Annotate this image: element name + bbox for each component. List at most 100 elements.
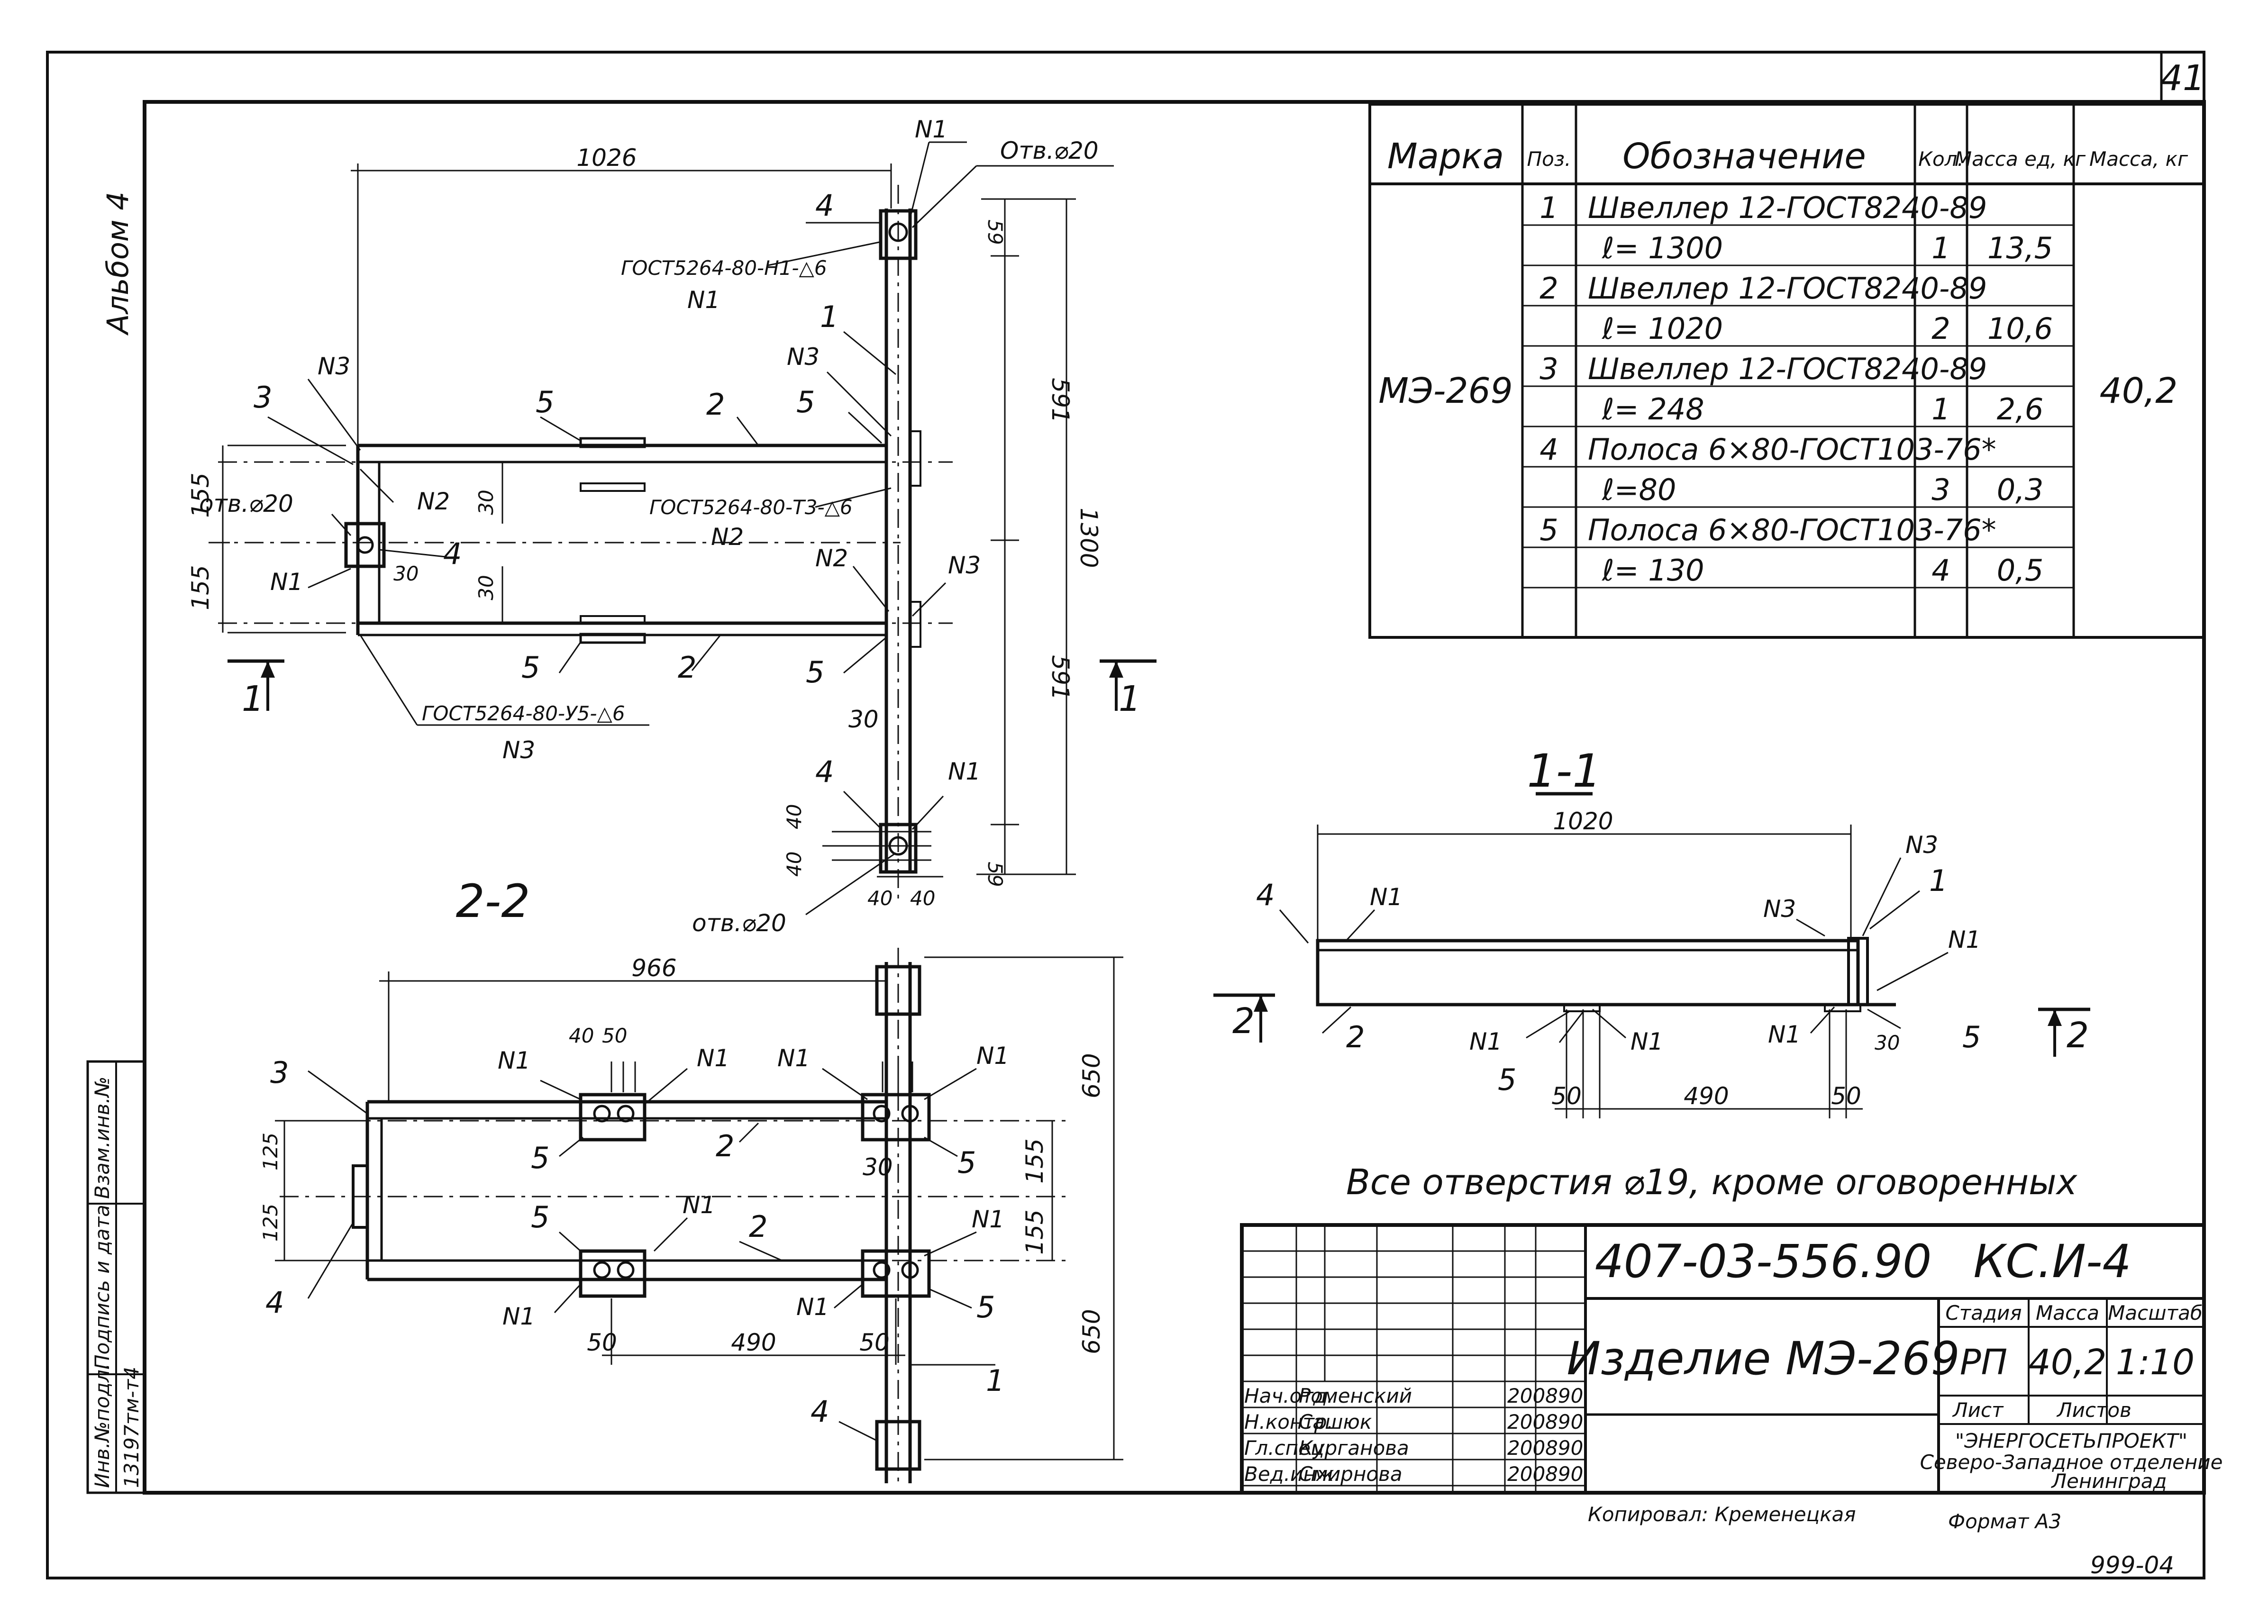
s22-n1-a: N1 [498, 1047, 530, 1074]
s22-pos-5-c: 5 [531, 1200, 549, 1234]
plan-pos-2-a: 2 [706, 387, 725, 422]
staff-name: Курганова [1299, 1436, 1409, 1460]
sheets-label: Листов [2056, 1398, 2131, 1422]
plan-pos-5-d: 5 [806, 655, 824, 690]
dim-125-b: 125 [259, 1204, 282, 1242]
header-pos: Поз. [1527, 147, 1571, 171]
header-designation: Обозначение [1622, 136, 1866, 177]
spec-row-mass: 10,6 [1987, 311, 2053, 346]
s11-n3-a: N3 [1905, 831, 1938, 859]
s22-pos-5-d: 5 [976, 1290, 995, 1325]
header-mark: Марка [1387, 136, 1504, 177]
spec-row-pos: 3 [1539, 352, 1558, 386]
staff-name: Роменский [1299, 1384, 1412, 1407]
dim-30-c: 30 [393, 562, 419, 585]
spec-row-length: ℓ= 1300 [1602, 231, 1723, 265]
dim-40-d: 40 [910, 887, 935, 910]
section-1-1-position-numbers: 4 1 2 5 5 [1256, 863, 1981, 1097]
org-branch: Северо-Западное отделение [1920, 1451, 2223, 1474]
staff-date: 200890 [1507, 1384, 1583, 1407]
doc-code: 407-03-556.90 [1595, 1235, 1932, 1288]
product-name: Изделие МЭ-269 [1567, 1332, 1959, 1385]
stage-value: РП [1960, 1342, 2007, 1383]
dim-50-e: 50 [602, 1024, 627, 1047]
mass-value: 40,2 [2029, 1342, 2107, 1383]
header-unit-mass: Масса ед, кг [1955, 147, 2086, 171]
spec-row-name: Швеллер 12-ГОСТ8240-89 [1588, 191, 1987, 225]
spec-row-length: ℓ= 130 [1602, 553, 1704, 588]
s11-pos-4: 4 [1256, 878, 1275, 912]
section-2-2-weld-tags: N1 N1 N1 N1 N1 N1 N1 N1 [498, 1042, 1009, 1330]
section-2-2-view [275, 948, 1123, 1488]
staff-role: Нач.отд. [1244, 1384, 1333, 1407]
s11-pos-5-a: 5 [1498, 1062, 1516, 1097]
plan-pos-4-top: 4 [815, 188, 834, 223]
s11-n1-e: N1 [1768, 1021, 1801, 1048]
dim-650-b: 650 [1078, 1309, 1105, 1354]
plan-view [209, 141, 1157, 916]
sign-label: Подпись и дата [91, 1205, 114, 1370]
header-mass: Масса, кг [2089, 147, 2188, 171]
scale-value: 1:10 [2116, 1342, 2195, 1383]
side-stamp: Инв.№подл. 13197тм-т4 Подпись и дата Вза… [86, 1060, 146, 1494]
spec-row-qty: 2 [1931, 311, 1950, 346]
s22-pos-4-bottom: 4 [811, 1394, 829, 1429]
dim-966: 966 [631, 954, 676, 982]
plan-pos-2-b: 2 [678, 650, 696, 685]
dim-30-b: 30 [474, 575, 498, 600]
copied-by: Копировал: Кременецкая [1588, 1503, 1856, 1526]
plan-n1-bottom: N1 [948, 758, 981, 785]
s22-n1-e: N1 [683, 1191, 715, 1219]
staff-role: Гл.спец. [1244, 1436, 1330, 1460]
dim-591-b: 591 [1047, 655, 1074, 700]
spec-row-length: ℓ=80 [1602, 472, 1676, 507]
spec-row-pos: 5 [1539, 513, 1558, 547]
spec-row-mass: 0,3 [1997, 472, 2044, 507]
s22-pos-1: 1 [986, 1363, 1004, 1398]
spec-row-name: Швеллер 12-ГОСТ8240-89 [1588, 271, 1987, 306]
section-1-1-weld-tags: N1 N3 N3 N1 N1 N1 N1 [1370, 831, 1981, 1055]
plan-pos-1: 1 [820, 299, 838, 334]
s11-pos-5-b: 5 [1962, 1020, 1981, 1054]
s22-n1-h: N1 [796, 1293, 829, 1321]
s22-n1-c: N1 [777, 1044, 810, 1072]
dim-50-c: 50 [587, 1329, 617, 1356]
album-label: Альбом 4 [100, 191, 135, 336]
section-1-1-view [1213, 792, 2090, 1118]
format-label: Формат А3 [1948, 1510, 2061, 1533]
dim-50-b: 50 [1831, 1082, 1861, 1110]
dim-650-a: 650 [1078, 1053, 1105, 1098]
section-1-1-title: 1-1 [1527, 744, 1602, 798]
dim-40-b: 40 [783, 852, 806, 877]
section-2-2-position-numbers: 3 4 5 2 5 5 2 5 1 4 [265, 1055, 1004, 1429]
stage-label: Стадия [1945, 1301, 2022, 1325]
weld-n3-label: ГОСТ5264-80-У5-△6 [422, 702, 625, 725]
dim-40-c: 40 [867, 887, 893, 910]
s22-pos-5-a: 5 [531, 1141, 549, 1175]
plan-n1-top: N1 [915, 116, 947, 143]
plan-pos-5-c: 5 [521, 650, 540, 685]
cut-1-right: 1 [1119, 679, 1141, 719]
weld-n1-tag: N1 [687, 286, 720, 314]
dim-1300: 1300 [1075, 508, 1102, 568]
cut-2-left: 2 [1232, 1001, 1255, 1042]
spec-row-name: Полоса 6×80-ГОСТ103-76* [1588, 513, 1996, 547]
spec-row-qty: 3 [1931, 472, 1950, 507]
plan-pos-5-a: 5 [536, 385, 554, 419]
plan-position-numbers: 4 1 5 2 5 3 4 5 2 5 4 [254, 188, 838, 789]
plan-pos-5-b: 5 [796, 385, 815, 419]
org-city: Ленинград [2050, 1470, 2167, 1493]
dim-30-a: 30 [474, 490, 498, 515]
sheet-number-box [2160, 51, 2205, 103]
sheet-label: Лист [1952, 1398, 2004, 1422]
spec-row-qty: 1 [1931, 231, 1950, 265]
weld-n2-tag: N2 [711, 523, 744, 551]
staff-date: 200890 [1507, 1436, 1583, 1460]
spec-row-pos: 2 [1539, 271, 1558, 306]
dim-490-b: 490 [1684, 1082, 1729, 1110]
spec-row-qty: 4 [1931, 553, 1950, 588]
dim-1020: 1020 [1553, 807, 1613, 835]
plan-pos-4-left: 4 [443, 536, 462, 571]
dim-125-a: 125 [259, 1133, 282, 1170]
plan-pos-4-bottom: 4 [815, 754, 834, 789]
